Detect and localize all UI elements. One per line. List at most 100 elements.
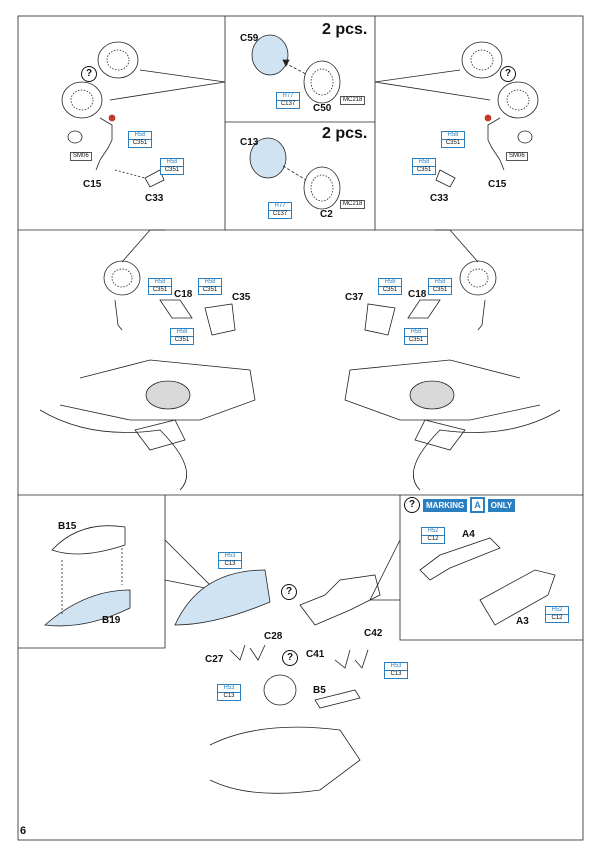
wedge-bay-right — [435, 229, 479, 263]
paint-name: C12 — [421, 536, 445, 544]
gear-top-right — [435, 41, 539, 188]
question-icon: ? — [81, 66, 97, 82]
bay-left — [39, 260, 256, 491]
part-c50: C50 — [313, 103, 332, 114]
paint-name: C13 — [217, 693, 241, 701]
metal-c50: MC218 — [340, 96, 366, 105]
paint-name: C351 — [148, 287, 172, 295]
page-number: 6 — [20, 825, 27, 837]
callout-left-box — [18, 495, 166, 649]
question-icon: ? — [500, 66, 516, 82]
paint-code: H52 — [421, 527, 445, 536]
wedge-top-left — [109, 69, 226, 101]
part-c28: C28 — [264, 631, 283, 642]
part-b19: B19 — [102, 615, 121, 626]
paint-code: H58 — [378, 278, 402, 287]
paint-code: H58 — [160, 158, 184, 167]
paint-name: C351 — [128, 140, 152, 148]
paint-name: C13 — [384, 671, 408, 679]
question-icon: ? — [282, 650, 298, 666]
marking-letter: A — [470, 497, 485, 513]
paint-name: C351 — [441, 140, 465, 148]
paint-code: H58 — [412, 158, 436, 167]
paint-name: C351 — [198, 287, 222, 295]
marking-suffix: ONLY — [487, 498, 516, 512]
wedge-bay-left — [121, 229, 165, 263]
part-a4: A4 — [462, 529, 475, 540]
marking-badge: ? MARKING A ONLY — [404, 497, 516, 513]
paint-name: C351 — [404, 337, 428, 345]
metal-tr: SM06 — [506, 152, 528, 161]
part-c18-left: C18 — [174, 289, 193, 300]
part-c27: C27 — [205, 654, 224, 665]
outer-frame — [17, 15, 584, 841]
wheel-c13-group — [249, 137, 341, 210]
gear-top-left — [61, 41, 165, 188]
paint-code: H58 — [428, 278, 452, 287]
part-a3: A3 — [516, 616, 529, 627]
part-c35: C35 — [232, 292, 251, 303]
question-icon: ? — [281, 584, 297, 600]
part-c15-left: C15 — [83, 179, 102, 190]
part-b15: B15 — [58, 521, 77, 532]
part-c59: C59 — [240, 33, 259, 44]
paint-name: C12 — [545, 615, 569, 623]
paint-name: C351 — [412, 167, 436, 175]
part-c2: C2 — [320, 209, 333, 220]
paint-name: C137 — [268, 211, 292, 219]
drop-tank-main — [174, 569, 381, 794]
part-c18-right: C18 — [408, 289, 427, 300]
wedge-top-right — [374, 69, 491, 101]
wedge-mark — [369, 539, 401, 601]
paint-name: C351 — [170, 337, 194, 345]
part-c33-left: C33 — [145, 193, 164, 204]
tank-parts — [44, 525, 131, 627]
bay-right — [344, 260, 561, 491]
paint-code: H58 — [128, 131, 152, 140]
paint-code: H58 — [404, 328, 428, 337]
part-c13: C13 — [240, 137, 259, 148]
paint-code: H53 — [218, 552, 242, 561]
paint-code: H53 — [384, 662, 408, 671]
paint-code: H77 — [268, 202, 292, 211]
part-b5: B5 — [313, 685, 326, 696]
paint-name: C351 — [378, 287, 402, 295]
paint-name: C351 — [160, 167, 184, 175]
paint-code: H77 — [276, 92, 300, 101]
part-c33-right: C33 — [430, 193, 449, 204]
marking-parts — [419, 537, 556, 626]
paint-code: H58 — [148, 278, 172, 287]
marking-label: MARKING — [423, 498, 468, 512]
paint-code: H58 — [198, 278, 222, 287]
wheel-c59-group — [251, 34, 341, 104]
part-c37: C37 — [345, 292, 364, 303]
paint-code: H52 — [545, 606, 569, 615]
question-icon: ? — [404, 497, 420, 513]
qty-c59: 2 pcs. — [322, 21, 368, 38]
paint-name: C137 — [276, 101, 300, 109]
qty-c13: 2 pcs. — [322, 125, 368, 142]
part-c42: C42 — [364, 628, 383, 639]
part-c15-right: C15 — [488, 179, 507, 190]
paint-code: H58 — [170, 328, 194, 337]
metal-c2: MC218 — [340, 200, 366, 209]
metal-tl: SM06 — [70, 152, 92, 161]
